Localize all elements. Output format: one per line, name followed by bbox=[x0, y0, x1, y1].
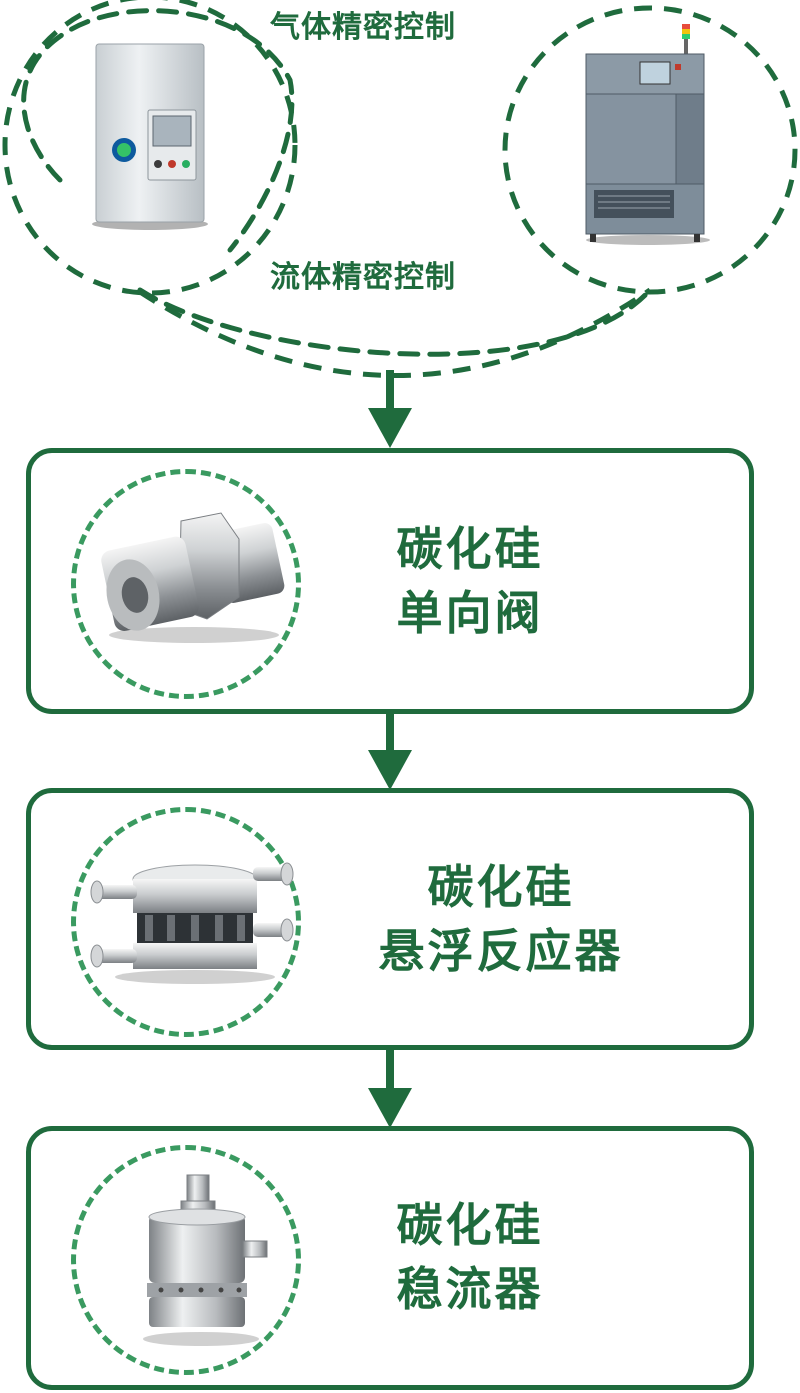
step-suspension-reactor: 碳化硅 悬浮反应器 bbox=[26, 788, 754, 1050]
step-flow-stabilizer: 碳化硅 稳流器 bbox=[26, 1126, 754, 1390]
icon-frame bbox=[71, 469, 301, 699]
icon-frame bbox=[71, 807, 301, 1037]
step-line2: 单向阀 bbox=[396, 586, 544, 640]
gas-control-cabinet-icon bbox=[90, 40, 210, 230]
flow-stabilizer-icon bbox=[131, 1171, 271, 1351]
step-check-valve: 碳化硅 单向阀 bbox=[26, 448, 754, 714]
step-line2: 稳流器 bbox=[396, 1262, 544, 1316]
step-line1: 碳化硅 bbox=[396, 1198, 544, 1252]
check-valve-icon bbox=[89, 509, 289, 649]
step-line2: 悬浮反应器 bbox=[378, 924, 624, 978]
step-title: 碳化硅 稳流器 bbox=[345, 1193, 595, 1321]
arrow-down-icon bbox=[368, 370, 412, 448]
gas-control-label: 气体精密控制 bbox=[270, 10, 456, 45]
fluid-control-machine-icon bbox=[580, 22, 715, 247]
arrow-down-icon bbox=[368, 1050, 412, 1128]
step-title: 碳化硅 单向阀 bbox=[345, 517, 595, 645]
fluid-control-label: 流体精密控制 bbox=[270, 260, 456, 295]
step-line1: 碳化硅 bbox=[427, 860, 575, 914]
top-bubbles bbox=[2, 0, 798, 378]
suspension-reactor-icon bbox=[87, 849, 297, 989]
step-title: 碳化硅 悬浮反应器 bbox=[331, 855, 671, 983]
step-line1: 碳化硅 bbox=[396, 522, 544, 576]
arrow-down-icon bbox=[368, 712, 412, 790]
icon-frame bbox=[71, 1145, 301, 1375]
